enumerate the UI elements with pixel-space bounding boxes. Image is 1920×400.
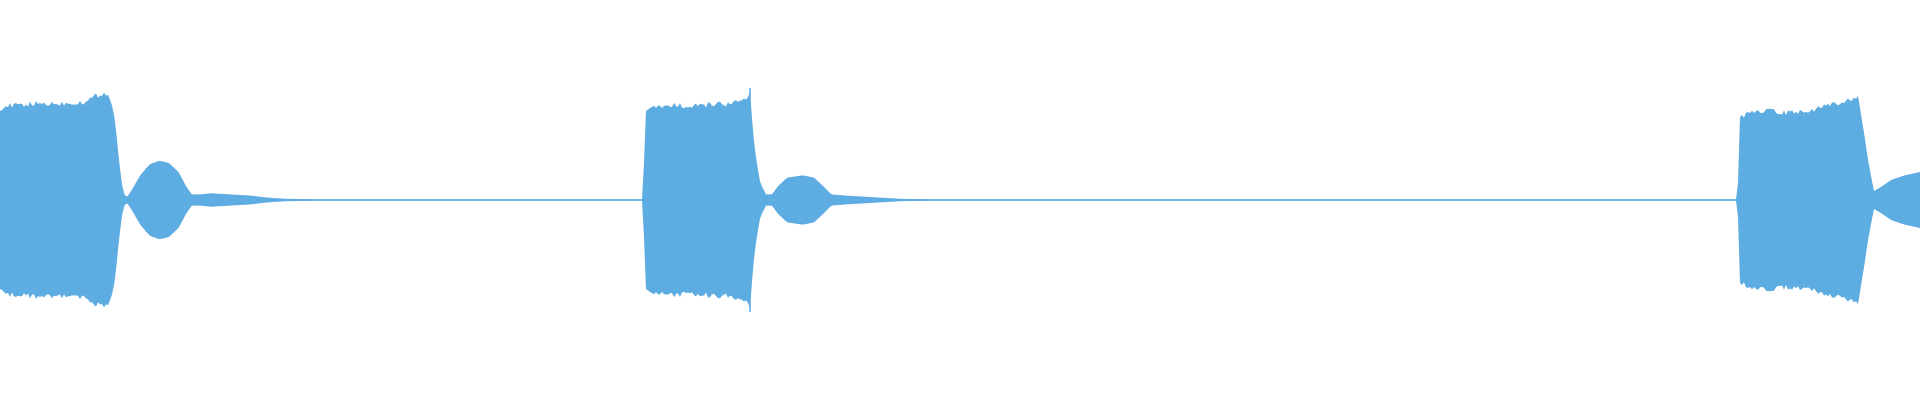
waveform-fill — [0, 90, 1920, 310]
